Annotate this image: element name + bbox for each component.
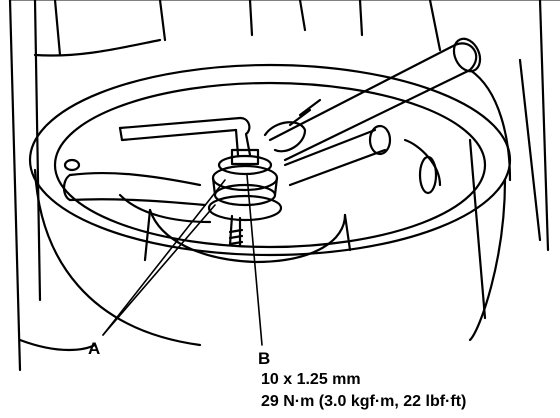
callout-b: B: [258, 349, 271, 368]
leader-a: [102, 179, 226, 336]
torque-spec: 29 N·m (3.0 kgf·m, 22 lbf·ft): [261, 393, 467, 410]
hex-wrench: [118, 116, 252, 157]
housing: [8, 0, 560, 372]
bolt-size-spec: 10 x 1.25 mm: [261, 371, 361, 388]
leader-lines: [102, 174, 263, 346]
torque-wrench: [263, 37, 482, 162]
holder-arm-right: [283, 124, 442, 195]
rotor-rim: [28, 63, 512, 347]
callout-a: A: [88, 339, 101, 358]
leader-a2: [102, 204, 216, 336]
center-nut: [207, 148, 283, 247]
holder-arm-left: [62, 158, 207, 207]
leader-b: [246, 174, 263, 346]
